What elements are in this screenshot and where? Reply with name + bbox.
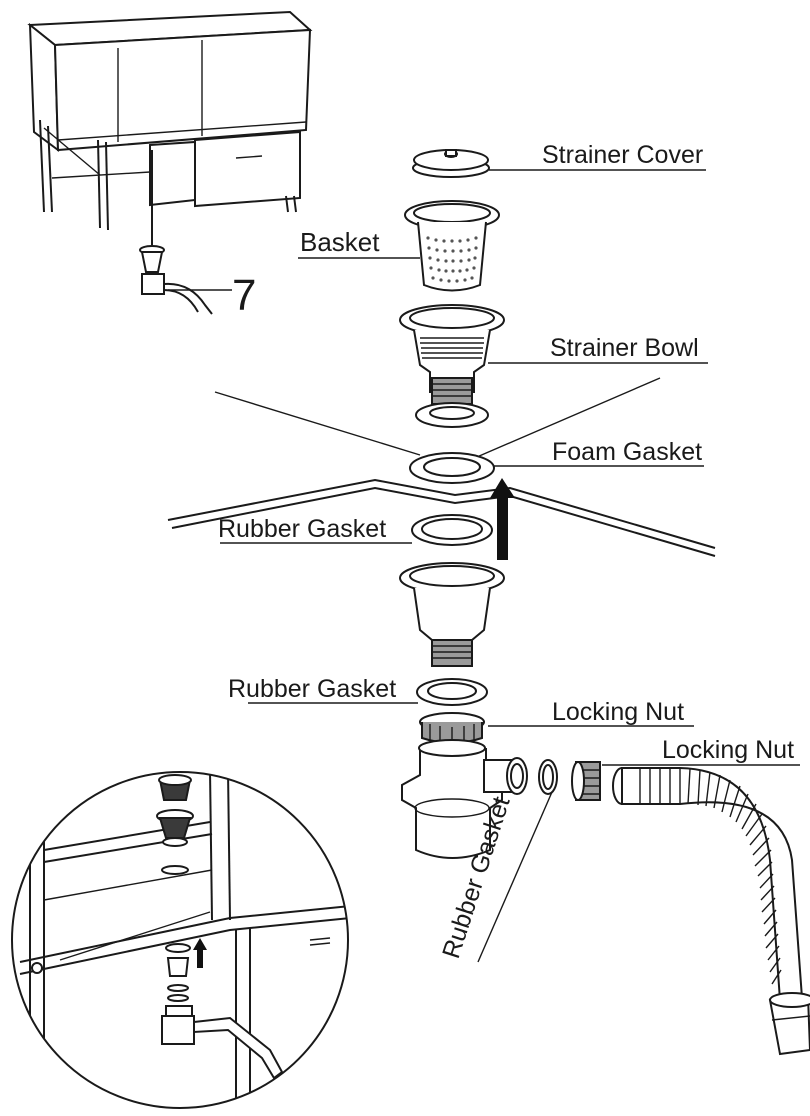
up-arrow-icon [490,478,515,560]
basket-part [404,200,500,292]
strainer-bowl-part [399,304,505,428]
label-strainer-cover: Strainer Cover [542,141,703,169]
label-strainer-bowl: Strainer Bowl [550,334,699,362]
label-rubber-gasket-lower: Rubber Gasket [228,675,396,703]
label-foam-gasket: Foam Gasket [552,438,702,466]
small-drain-trap-icon [139,245,232,315]
strainer-cover-part [412,149,490,178]
callout-number: 7 [232,271,256,320]
installation-inset-circle [11,771,349,1109]
sink-surface-lines [167,377,716,557]
locking-nut-2-part [571,761,601,801]
trap-body-part [401,739,528,859]
rubber-gasket-angled-leader [477,791,553,963]
label-basket: Basket [300,227,380,257]
label-locking-nut-1: Locking Nut [552,698,684,726]
rubber-gasket-lower-part [416,678,488,706]
strainer-body-part [399,562,505,667]
sink-cabinet-illustration [27,10,313,245]
rubber-gasket-upper-part [411,514,493,546]
drain-hose-part [612,767,810,1056]
label-locking-nut-2: Locking Nut [662,736,794,764]
rubber-gasket-angled-part [538,759,558,795]
label-rubber-gasket-upper: Rubber Gasket [218,515,386,543]
foam-gasket-part [409,452,495,484]
